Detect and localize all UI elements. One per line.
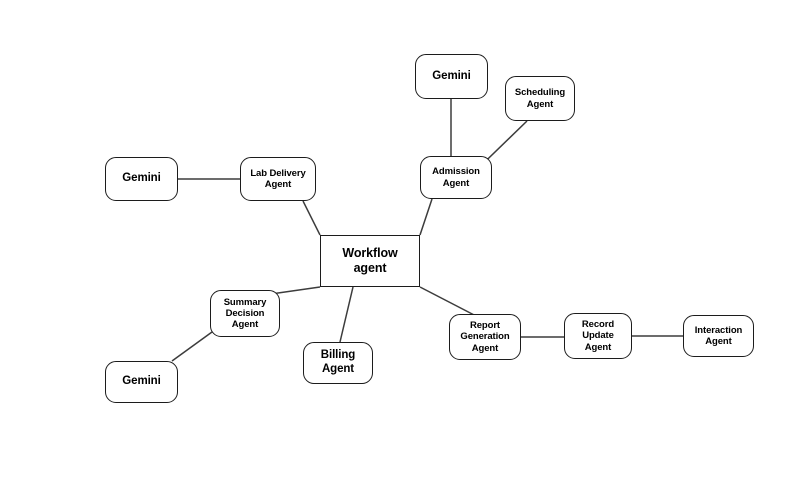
- node-gemini_left[interactable]: Gemini: [105, 157, 178, 201]
- node-gemini_bot[interactable]: Gemini: [105, 361, 178, 403]
- edge-workflow-to-billing: [339, 286, 354, 343]
- node-interaction[interactable]: Interaction Agent: [683, 315, 754, 357]
- edge-admission-to-workflow: [419, 198, 433, 236]
- edge-workflow-to-summary: [270, 286, 321, 295]
- node-report[interactable]: Report Generation Agent: [449, 314, 521, 360]
- node-summary[interactable]: Summary Decision Agent: [210, 290, 280, 337]
- node-workflow[interactable]: Workflow agent: [320, 235, 420, 287]
- node-gemini_top[interactable]: Gemini: [415, 54, 488, 99]
- node-record[interactable]: Record Update Agent: [564, 313, 632, 359]
- node-scheduling[interactable]: Scheduling Agent: [505, 76, 575, 121]
- edge-summary-to-gemini_bot: [171, 331, 213, 362]
- node-billing[interactable]: Billing Agent: [303, 342, 373, 384]
- edge-lab-to-workflow: [302, 200, 321, 236]
- node-admission[interactable]: Admission Agent: [420, 156, 492, 199]
- edge-workflow-to-report: [419, 286, 479, 318]
- node-lab[interactable]: Lab Delivery Agent: [240, 157, 316, 201]
